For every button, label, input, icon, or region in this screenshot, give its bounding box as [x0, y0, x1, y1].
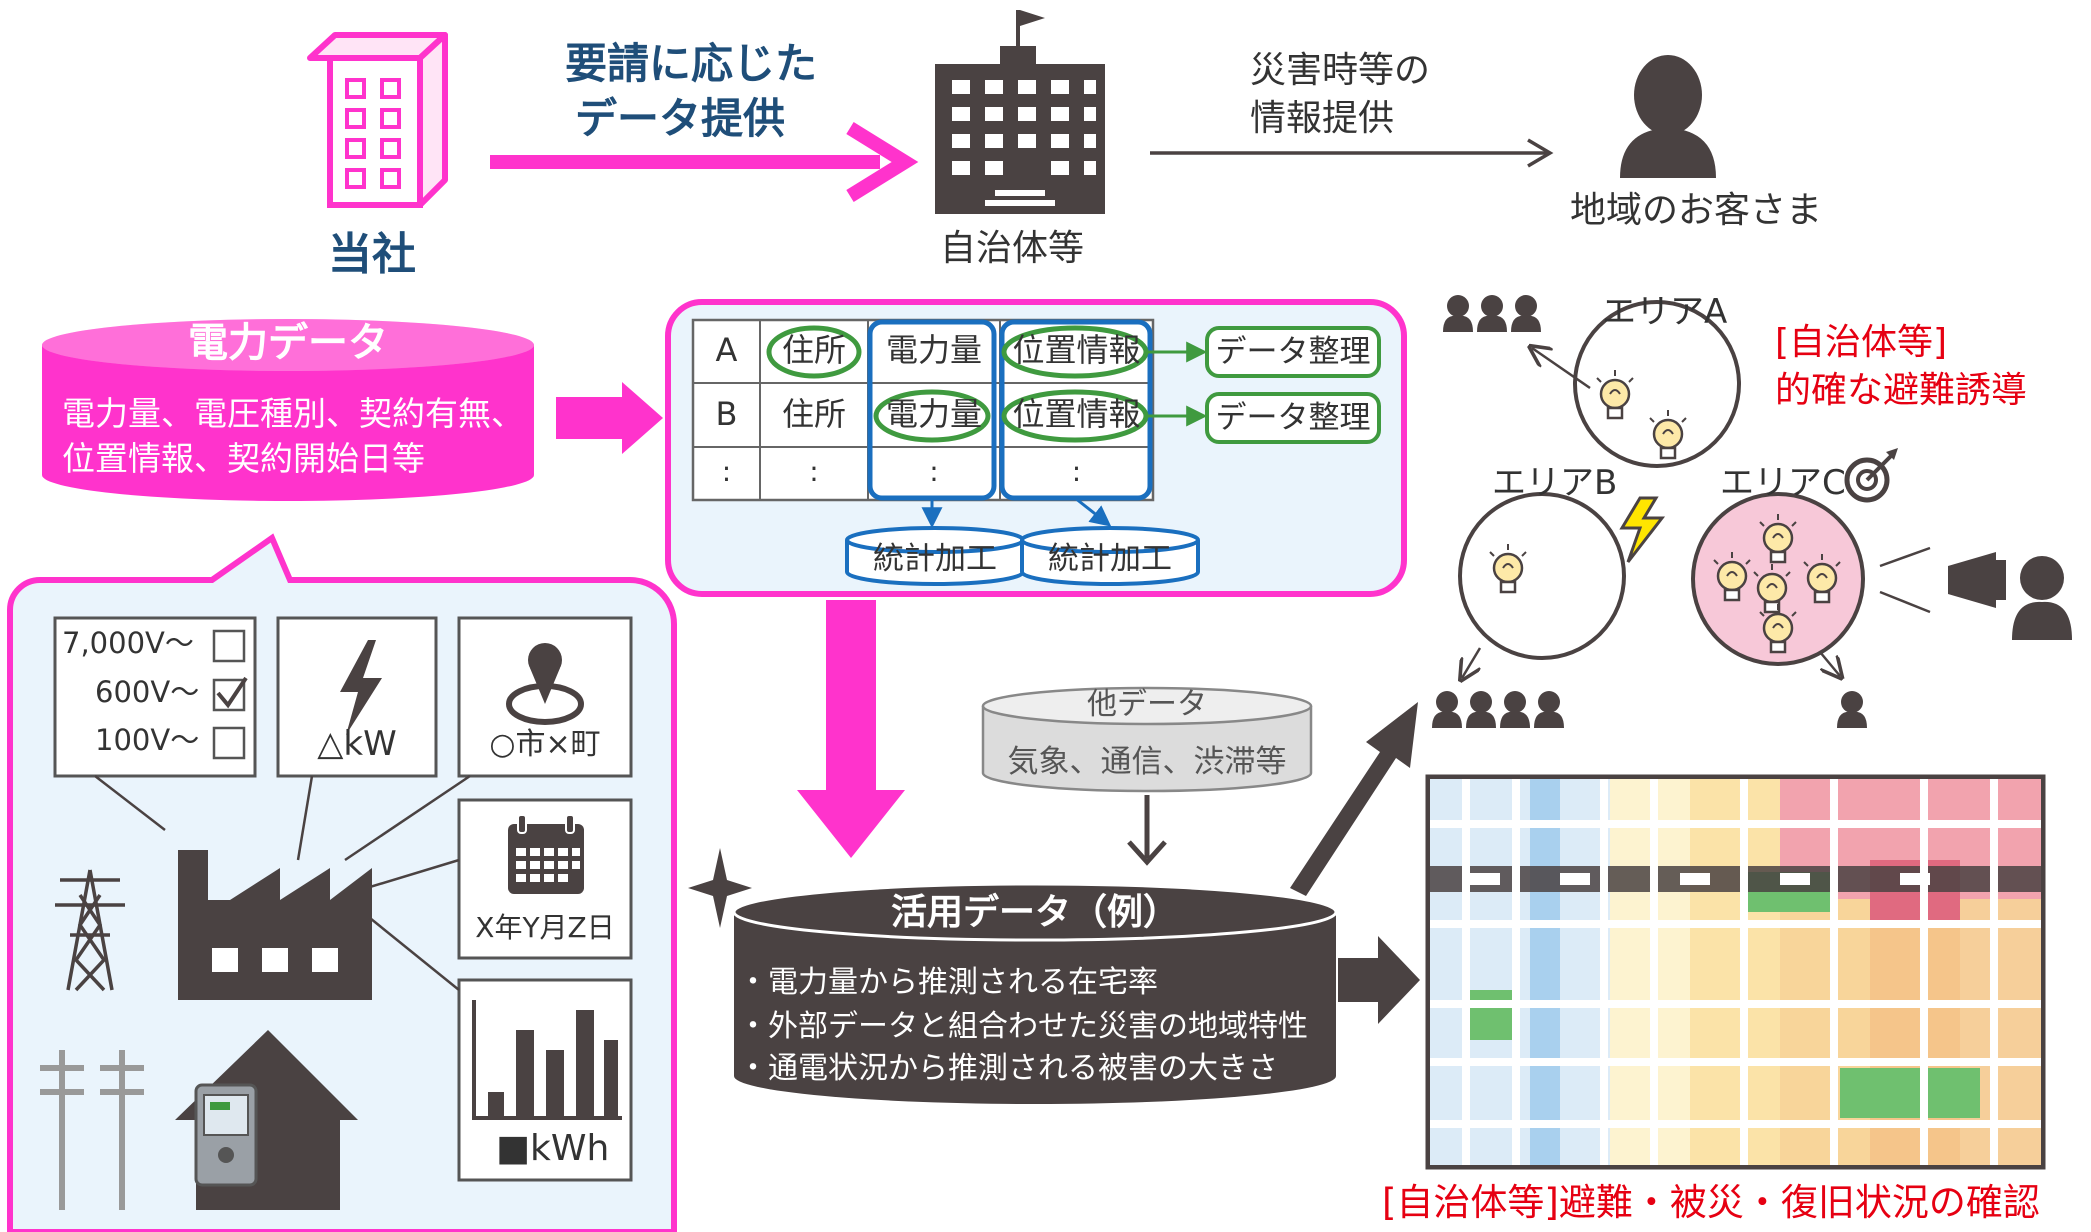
target-icon: [1844, 448, 1898, 503]
area-b-label: エリアB: [1492, 463, 1618, 503]
other-data-cylinder: [981, 686, 1313, 793]
area-a-label: エリアA: [1602, 292, 1728, 332]
lightning-icon: [340, 640, 382, 735]
company-building-icon: [307, 32, 448, 208]
table-cell-power: :: [929, 455, 939, 488]
sparkle-icon: [688, 848, 752, 928]
table-cell-power: 電力量: [885, 395, 982, 433]
area-b-circle: [1458, 492, 1626, 660]
stats-label-1: 統計加工: [873, 541, 997, 577]
other-data-title: 他データ: [1087, 687, 1207, 722]
area-a-circle: [1573, 300, 1741, 468]
customer-person-icon: [1620, 55, 1716, 178]
table-cell-key: :: [721, 455, 732, 488]
table-cell-location: 位置情報: [1012, 331, 1141, 369]
area-c-circle: [1691, 492, 1865, 666]
location-pin-icon: [506, 643, 584, 725]
request-arrow: [490, 122, 919, 202]
magenta-right-arrow-1: [556, 382, 663, 454]
bar-chart-icon: [472, 1000, 622, 1120]
evacuation-arrows: [1462, 348, 1931, 678]
power-data-line-2: 位置情報、契約開始日等: [62, 439, 425, 478]
kwh-label: ■kWh: [496, 1128, 610, 1169]
stats-cylinder-1: [845, 526, 1025, 586]
table-cell-address: :: [809, 455, 819, 488]
dark-up-right-arrow: [1290, 702, 1418, 896]
request-arrow-label-1: 要請に応じた: [565, 39, 818, 88]
processing-panel: [665, 299, 1407, 597]
stats-cylinder-2: [1020, 526, 1200, 586]
megaphone-person-icon: [1948, 552, 2072, 640]
dark-right-arrow: [1338, 936, 1420, 1024]
calendar-icon: [508, 814, 584, 894]
kw-label: △kW: [317, 724, 397, 764]
voltage-option-label: 100V～: [95, 723, 200, 757]
table-cell-power: 電力量: [885, 331, 982, 369]
disaster-info-label-2: 情報提供: [1250, 98, 1395, 139]
table-cell-key: A: [715, 331, 738, 369]
data-organize-label-2: データ整理: [1215, 400, 1371, 436]
power-data-cylinder: [42, 319, 534, 501]
table-cell-location: 位置情報: [1012, 395, 1141, 433]
sources-panel: [7, 533, 677, 1232]
disaster-info-label-1: 災害時等の: [1250, 50, 1431, 91]
date-label: X年Y月Z日: [475, 911, 615, 944]
people-group-icon-bottom: [1432, 691, 1564, 728]
house-with-meter-icon: [175, 1030, 358, 1210]
table-cell-location: :: [1071, 455, 1082, 488]
transmission-tower-icon: [55, 869, 125, 992]
guidance-label-1: [自治体等]: [1775, 322, 1948, 363]
area-c-label: エリアC: [1720, 463, 1846, 503]
table-cell-address: 住所: [781, 331, 846, 369]
location-label: ○市×町: [489, 727, 601, 762]
factory-icon: [178, 850, 372, 1000]
power-data-line-1: 電力量、電圧種別、契約有無、: [62, 394, 524, 433]
info-arrow: [1150, 138, 1554, 168]
request-arrow-label-2: データ提供: [575, 94, 786, 143]
other-data-arrow: [1127, 795, 1167, 866]
person-icon-single: [1837, 691, 1867, 728]
municipality-building-icon: [935, 10, 1105, 214]
customer-label: 地域のお客さま: [1570, 190, 1823, 231]
map-caption: [自治体等]避難・被災・復旧状況の確認: [1380, 1181, 2042, 1225]
utility-pole-icon: [40, 1050, 144, 1210]
stats-label-2: 統計加工: [1048, 541, 1172, 577]
company-label: 当社: [328, 229, 416, 280]
municipality-label: 自治体等: [940, 228, 1085, 269]
table-cell-key: B: [715, 395, 738, 433]
hazard-map: [1425, 774, 2046, 1170]
usage-data-item: ・通電状況から推測される被害の大きさ: [738, 1051, 1278, 1086]
power-data-title: 電力データ: [188, 320, 388, 366]
voltage-option-label: 7,000V～: [62, 626, 194, 660]
voltage-option-label: 600V～: [95, 675, 200, 709]
other-data-subtitle: 気象、通信、渋滞等: [1007, 744, 1287, 780]
data-organize-label-1: データ整理: [1215, 334, 1371, 370]
usage-data-cylinder: [732, 882, 1338, 1104]
magenta-down-arrow: [797, 600, 905, 858]
usage-data-item: ・外部データと組合わせた災害の地域特性: [738, 1009, 1308, 1044]
people-group-icon-top: [1443, 295, 1541, 332]
usage-data-item: ・電力量から推測される在宅率: [738, 965, 1158, 1000]
guidance-label-2: 的確な避難誘導: [1775, 370, 2028, 411]
usage-data-title: 活用データ（例）: [890, 892, 1179, 933]
table-cell-address: 住所: [781, 395, 846, 433]
warning-lightning-icon: [1619, 496, 1666, 563]
